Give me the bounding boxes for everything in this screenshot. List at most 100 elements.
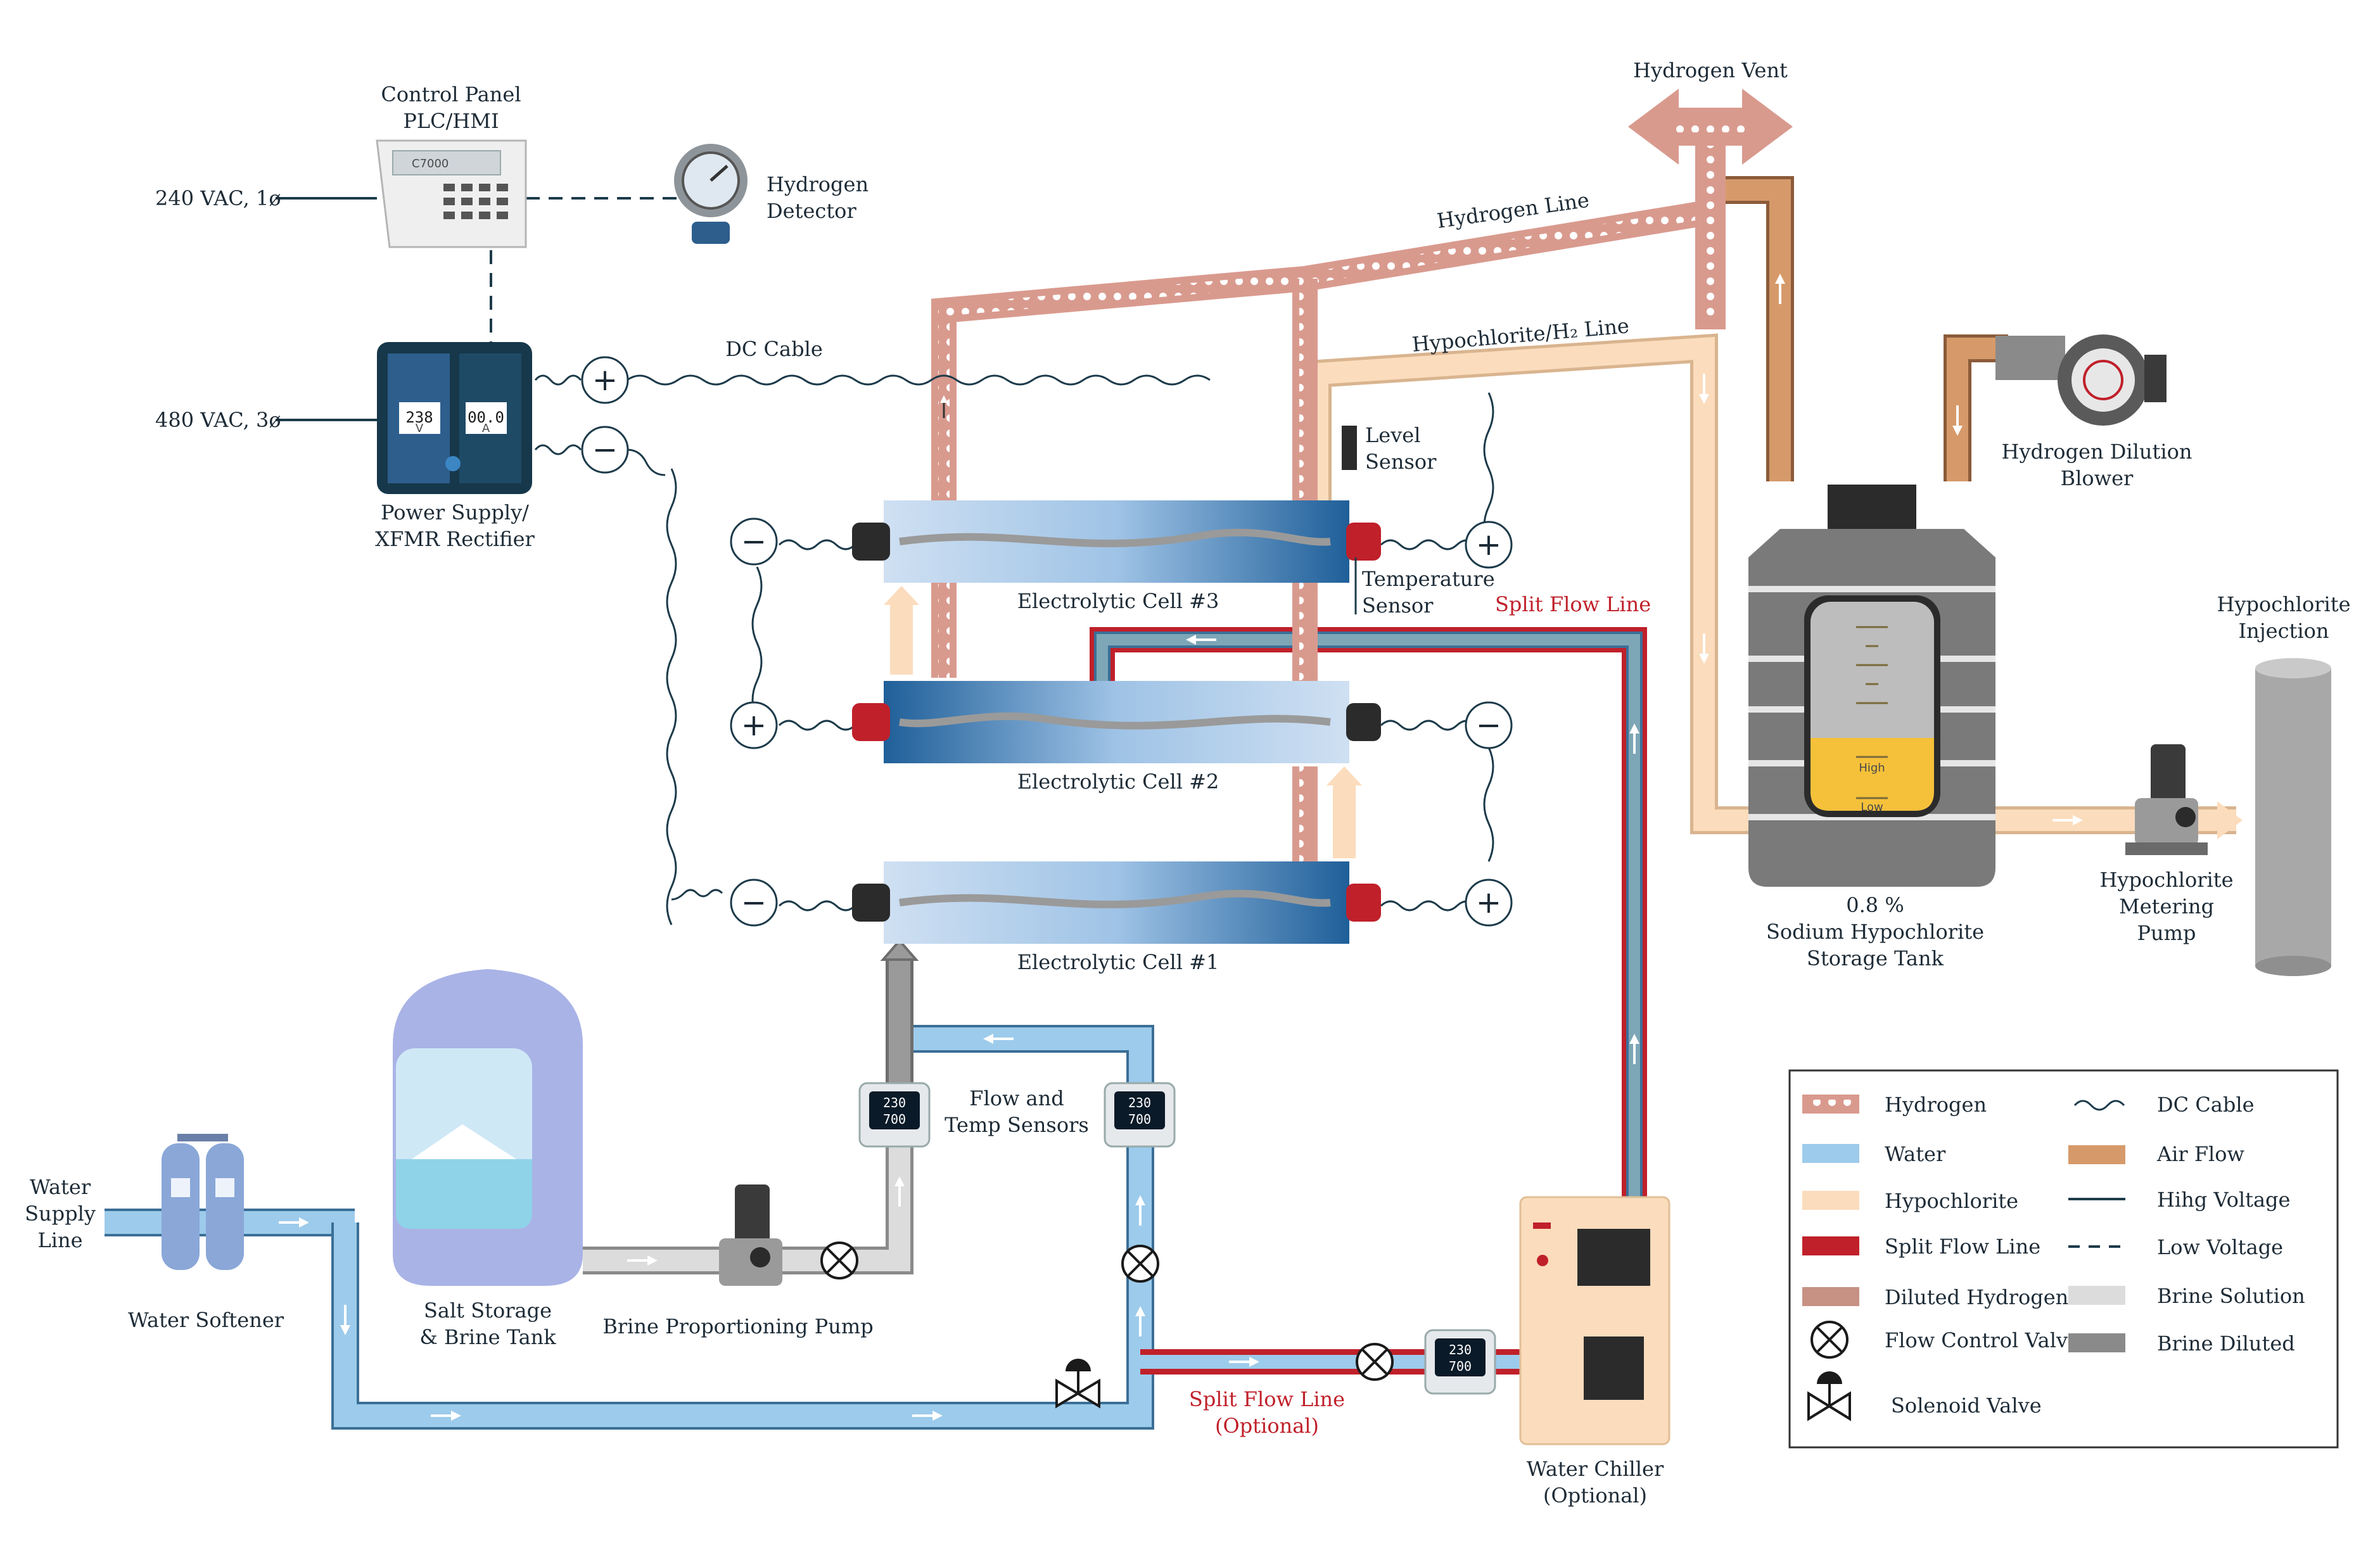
tank-label-3: Storage Tank xyxy=(1807,946,1944,970)
hypochlorite-storage-tank[interactable]: High Low 0.8 % Sodium Hypochlorite Stora… xyxy=(1748,485,1995,970)
injection-label-1: Hypochlorite xyxy=(2217,592,2350,616)
legend-label-brine-diluted: Brine Diluted xyxy=(2157,1331,2295,1356)
split-flow-pipe xyxy=(1090,627,1647,1375)
chiller-label-1: Water Chiller xyxy=(1527,1457,1664,1481)
dc-terminals: + − − + − + − + xyxy=(581,356,1513,927)
flow-control-valve-split[interactable] xyxy=(1356,1343,1394,1381)
temperature-sensor-label-1: Temperature xyxy=(1362,567,1495,591)
split-flow-optional-label-1: Split Flow Line xyxy=(1189,1387,1345,1411)
control-panel-label-2: PLC/HMI xyxy=(403,109,499,133)
tank-high-mark: High xyxy=(1859,761,1885,775)
vac240-label: 240 VAC, 1ø xyxy=(155,186,281,210)
cell2-minus-terminal: − xyxy=(1476,708,1501,743)
level-sensor-label-1: Level xyxy=(1365,423,1420,447)
control-panel[interactable]: Control Panel PLC/HMI C7000 xyxy=(376,82,527,248)
salt-storage-label-2: & Brine Tank xyxy=(419,1325,556,1349)
split-flow-top-label: Split Flow Line xyxy=(1495,592,1651,616)
injection-label-2: Injection xyxy=(2239,619,2329,643)
legend-swatch-water xyxy=(1802,1144,1859,1163)
legend-label-solenoid-valve: Solenoid Valve xyxy=(1891,1394,2042,1418)
legend-label-high-voltage: Hihg Voltage xyxy=(2157,1188,2290,1212)
power-supply-label-2: XFMR Rectifier xyxy=(375,527,535,551)
hydrogen-pipe xyxy=(931,89,1793,915)
split-sensor-bottom: 700 xyxy=(1449,1359,1472,1374)
cell2-plus-terminal: + xyxy=(741,708,767,743)
flow-control-valve-water[interactable] xyxy=(1121,1245,1159,1283)
legend-swatch-dc-cable xyxy=(2073,1100,2125,1111)
ps-current-display: 00.0 xyxy=(468,409,504,426)
dc-cable-label: DC Cable xyxy=(725,337,823,361)
cell3-minus-terminal: − xyxy=(741,524,767,559)
flow-temp-label-1: Flow and xyxy=(969,1086,1064,1110)
water-supply-label-2: Supply xyxy=(25,1202,96,1226)
legend-swatch-brine-solution xyxy=(2068,1286,2125,1305)
legend-label-low-voltage: Low Voltage xyxy=(2157,1235,2283,1259)
solenoid-valve[interactable] xyxy=(1055,1359,1100,1409)
legend-label-brine-solution: Brine Solution xyxy=(2157,1284,2305,1308)
flow-temp-sensor-split: 230 700 xyxy=(1424,1329,1496,1395)
chiller-label-2: (Optional) xyxy=(1543,1483,1647,1508)
water-sensor-top: 230 xyxy=(1128,1095,1151,1110)
legend-label-split-flow: Split Flow Line xyxy=(1885,1235,2040,1259)
low-voltage-wire xyxy=(490,197,684,342)
brine-sensor-top: 230 xyxy=(883,1095,906,1110)
water-supply-pipe xyxy=(105,979,1154,1430)
hydrogen-detector-label-1: Hydrogen xyxy=(767,172,869,196)
water-sensor-bottom: 700 xyxy=(1128,1112,1151,1127)
hydrogen-detector[interactable]: Hydrogen Detector xyxy=(674,144,869,244)
flow-control-valve-brine[interactable] xyxy=(820,1241,858,1279)
ps-voltage-display: 238 xyxy=(405,409,433,426)
legend-swatch-split-flow xyxy=(1802,1236,1859,1255)
hydrogen-dilution-blower[interactable]: Hydrogen Dilution Blower xyxy=(1995,334,2192,490)
hypochlorite-injection: Hypochlorite Injection xyxy=(2217,592,2351,976)
water-chiller[interactable]: Water Chiller (Optional) xyxy=(1519,1196,1670,1508)
tank-label-2: Sodium Hypochlorite xyxy=(1766,920,1984,944)
high-voltage-wire xyxy=(276,197,377,421)
ps-a-unit: A xyxy=(482,422,490,435)
brine-sensor-bottom: 700 xyxy=(883,1112,906,1127)
legend-label-water: Water xyxy=(1885,1142,1946,1166)
power-supply-rectifier[interactable]: 238 00.0 V A xyxy=(377,342,532,494)
control-panel-label-1: Control Panel xyxy=(381,82,521,106)
legend: Hydrogen Water Hypochlorite Split Flow L… xyxy=(1788,1069,2339,1449)
water-softener[interactable]: Water Softener xyxy=(128,1134,284,1332)
hydrogen-vent-label: Hydrogen Vent xyxy=(1633,58,1788,82)
electrolytic-cell-3[interactable]: Electrolytic Cell #3 xyxy=(852,500,1381,613)
legend-solenoid-valve-icon xyxy=(1807,1371,1851,1421)
legend-label-flow-control-valve: Flow Control Valve xyxy=(1885,1328,2080,1352)
vac480-label: 480 VAC, 3ø xyxy=(155,408,281,432)
brine-proportioning-pump[interactable]: Brine Proportioning Pump xyxy=(602,1184,874,1338)
cell1-minus-terminal: − xyxy=(741,885,767,920)
temperature-sensor: Temperature Sensor xyxy=(1354,557,1495,618)
salt-storage-label-1: Salt Storage xyxy=(424,1298,552,1323)
hydrogen-detector-label-2: Detector xyxy=(767,199,856,223)
level-sensor: Level Sensor xyxy=(1342,423,1437,474)
legend-swatch-brine-diluted xyxy=(2068,1333,2125,1352)
legend-swatch-air-flow xyxy=(2068,1145,2125,1164)
ps-minus-terminal: − xyxy=(592,432,618,467)
flow-temp-sensor-brine: 230 700 xyxy=(858,1082,931,1148)
legend-label-hydrogen: Hydrogen xyxy=(1885,1093,1987,1117)
cell3-label: Electrolytic Cell #3 xyxy=(1017,589,1219,613)
legend-label-diluted-hydrogen: Diluted Hydrogen xyxy=(1885,1285,2068,1309)
metering-label-1: Hypochlorite xyxy=(2099,868,2233,892)
blower-label-2: Blower xyxy=(2061,466,2134,490)
cell1-plus-terminal: + xyxy=(1476,885,1501,920)
legend-swatch-hypochlorite xyxy=(1802,1191,1859,1210)
cell2-label: Electrolytic Cell #2 xyxy=(1017,770,1219,794)
legend-label-hypochlorite: Hypochlorite xyxy=(1885,1189,2018,1213)
ps-plus-terminal: + xyxy=(592,362,618,398)
temperature-sensor-label-2: Sensor xyxy=(1362,594,1434,618)
blower-label-1: Hydrogen Dilution xyxy=(2002,440,2192,464)
hypochlorite-metering-pump[interactable]: Hypochlorite Metering Pump xyxy=(2099,744,2234,945)
metering-label-3: Pump xyxy=(2137,921,2196,945)
cell3-plus-terminal: + xyxy=(1476,527,1501,562)
electrolytic-cell-1[interactable]: Electrolytic Cell #1 xyxy=(852,861,1381,974)
electrolytic-cell-2[interactable]: Electrolytic Cell #2 xyxy=(852,681,1381,794)
salt-storage-brine-tank[interactable]: Salt Storage & Brine Tank xyxy=(393,969,583,1349)
flow-temp-sensor-water: 230 700 xyxy=(1104,1082,1176,1148)
panel-brand: C7000 xyxy=(412,157,449,170)
flow-temp-label-2: Temp Sensors xyxy=(945,1113,1089,1137)
tank-low-mark: Low xyxy=(1861,801,1883,814)
